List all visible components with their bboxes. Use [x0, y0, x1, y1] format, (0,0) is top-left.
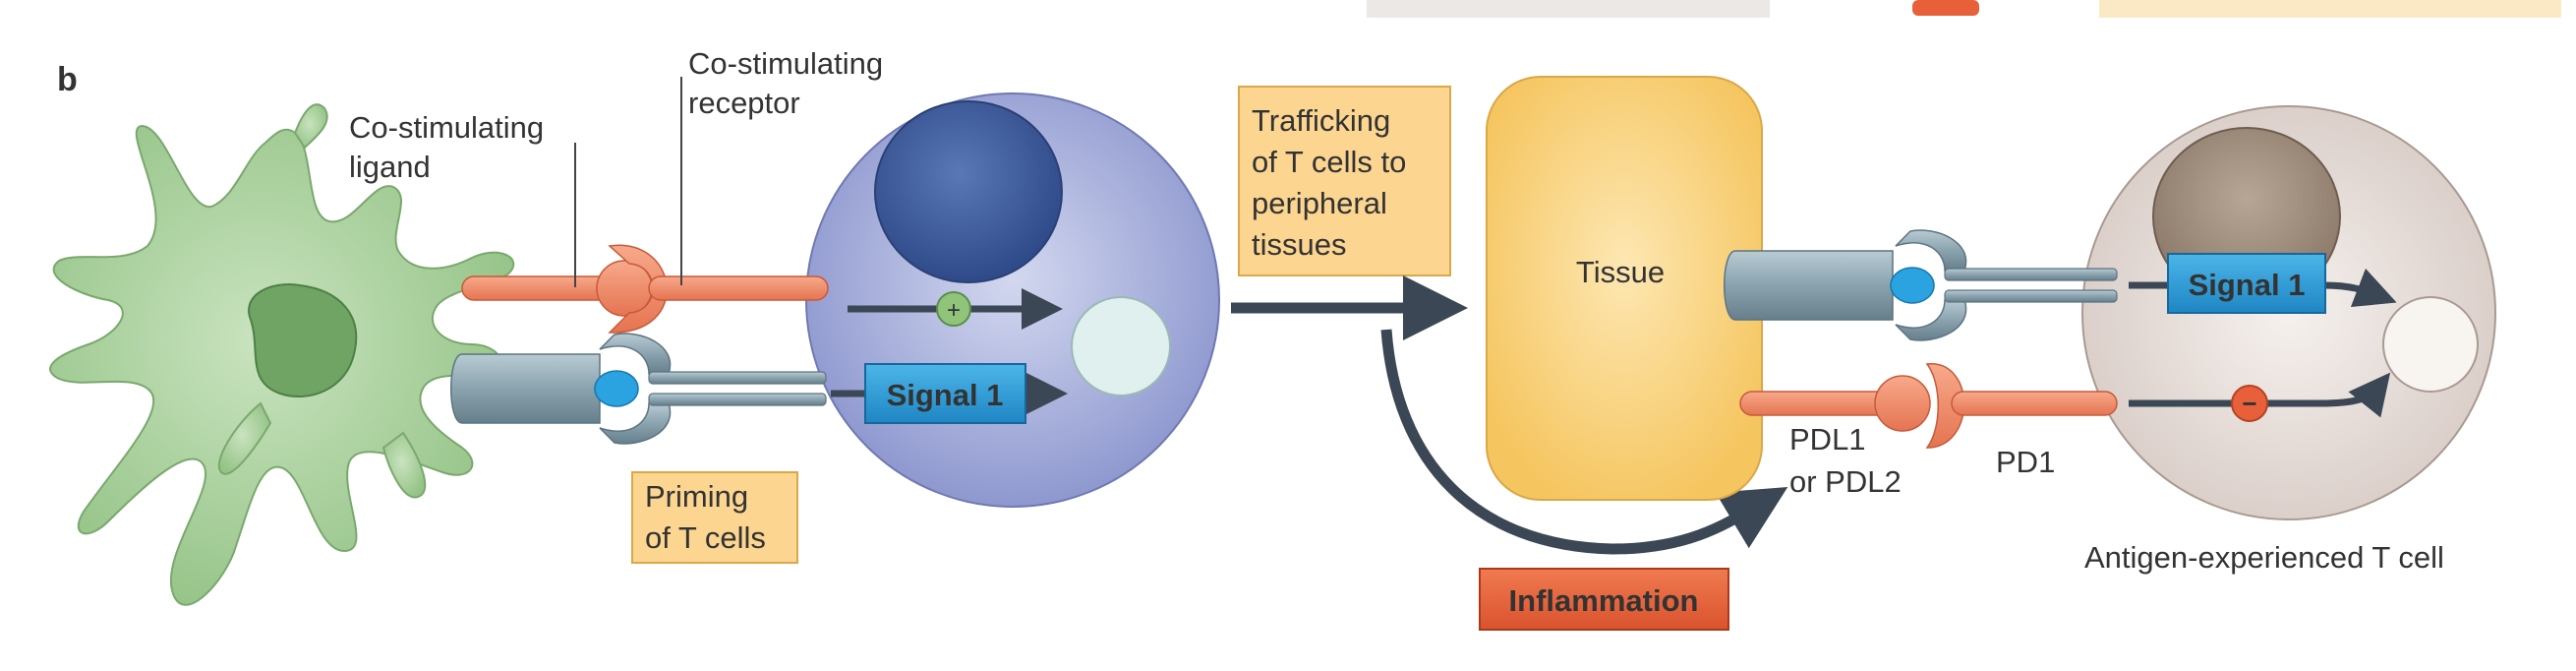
- trafficking-box: Trafficking of T cells to peripheral tis…: [1238, 86, 1451, 276]
- plus-icon: [936, 291, 971, 327]
- signal1-arrow-right: [2324, 268, 2397, 308]
- trafficking-label: Trafficking of T cells to peripheral tis…: [1252, 103, 1415, 262]
- minus-arrow: −: [2129, 372, 2391, 422]
- pdl1-pd1-pair: [1739, 363, 2118, 449]
- pd1-label: PD1: [1996, 445, 2055, 479]
- co-stim-ligand-label: Co-stimulating ligand: [349, 110, 553, 184]
- t-cell-nucleus: [874, 100, 1063, 283]
- mhc-tcr-pair-right: [1724, 229, 2118, 341]
- inflammation-box: Inflammation: [1479, 568, 1729, 631]
- antigen-t-cell-label: Antigen-experienced T cell: [2084, 540, 2444, 575]
- inflammation-arrow: [1380, 329, 1788, 555]
- naive-t-cell: [805, 92, 1220, 508]
- priming-label: Priming of T cells: [645, 479, 766, 555]
- plus-arrow: +: [848, 288, 1063, 330]
- mhc-tcr-pair-left: [450, 333, 827, 445]
- pdl-label: PDL1 or PDL2: [1789, 422, 1902, 499]
- priming-box: Priming of T cells: [631, 471, 798, 564]
- top-panel-remnants: [1367, 0, 2561, 18]
- co-stim-receptor-label: Co-stimulating receptor: [688, 46, 892, 120]
- signal1-label-right: Signal 1: [2189, 268, 2306, 302]
- co-stimulating-pair: [461, 244, 829, 334]
- tissue-label: Tissue: [1576, 255, 1665, 289]
- inflammation-label: Inflammation: [1509, 583, 1699, 618]
- t-cell-vesicle: [1071, 296, 1171, 396]
- minus-sign: −: [2242, 389, 2256, 418]
- tissue: Tissue: [1486, 76, 1763, 501]
- plus-sign: +: [947, 297, 961, 324]
- signal1-box-right: Signal 1: [2167, 253, 2326, 314]
- experienced-vesicle: [2382, 296, 2479, 393]
- minus-icon: [2231, 385, 2268, 422]
- panel-letter: b: [57, 61, 78, 98]
- signal1-label-left: Signal 1: [887, 378, 1004, 412]
- signal1-box-left: Signal 1: [864, 363, 1026, 424]
- dendritic-cell: [49, 103, 515, 606]
